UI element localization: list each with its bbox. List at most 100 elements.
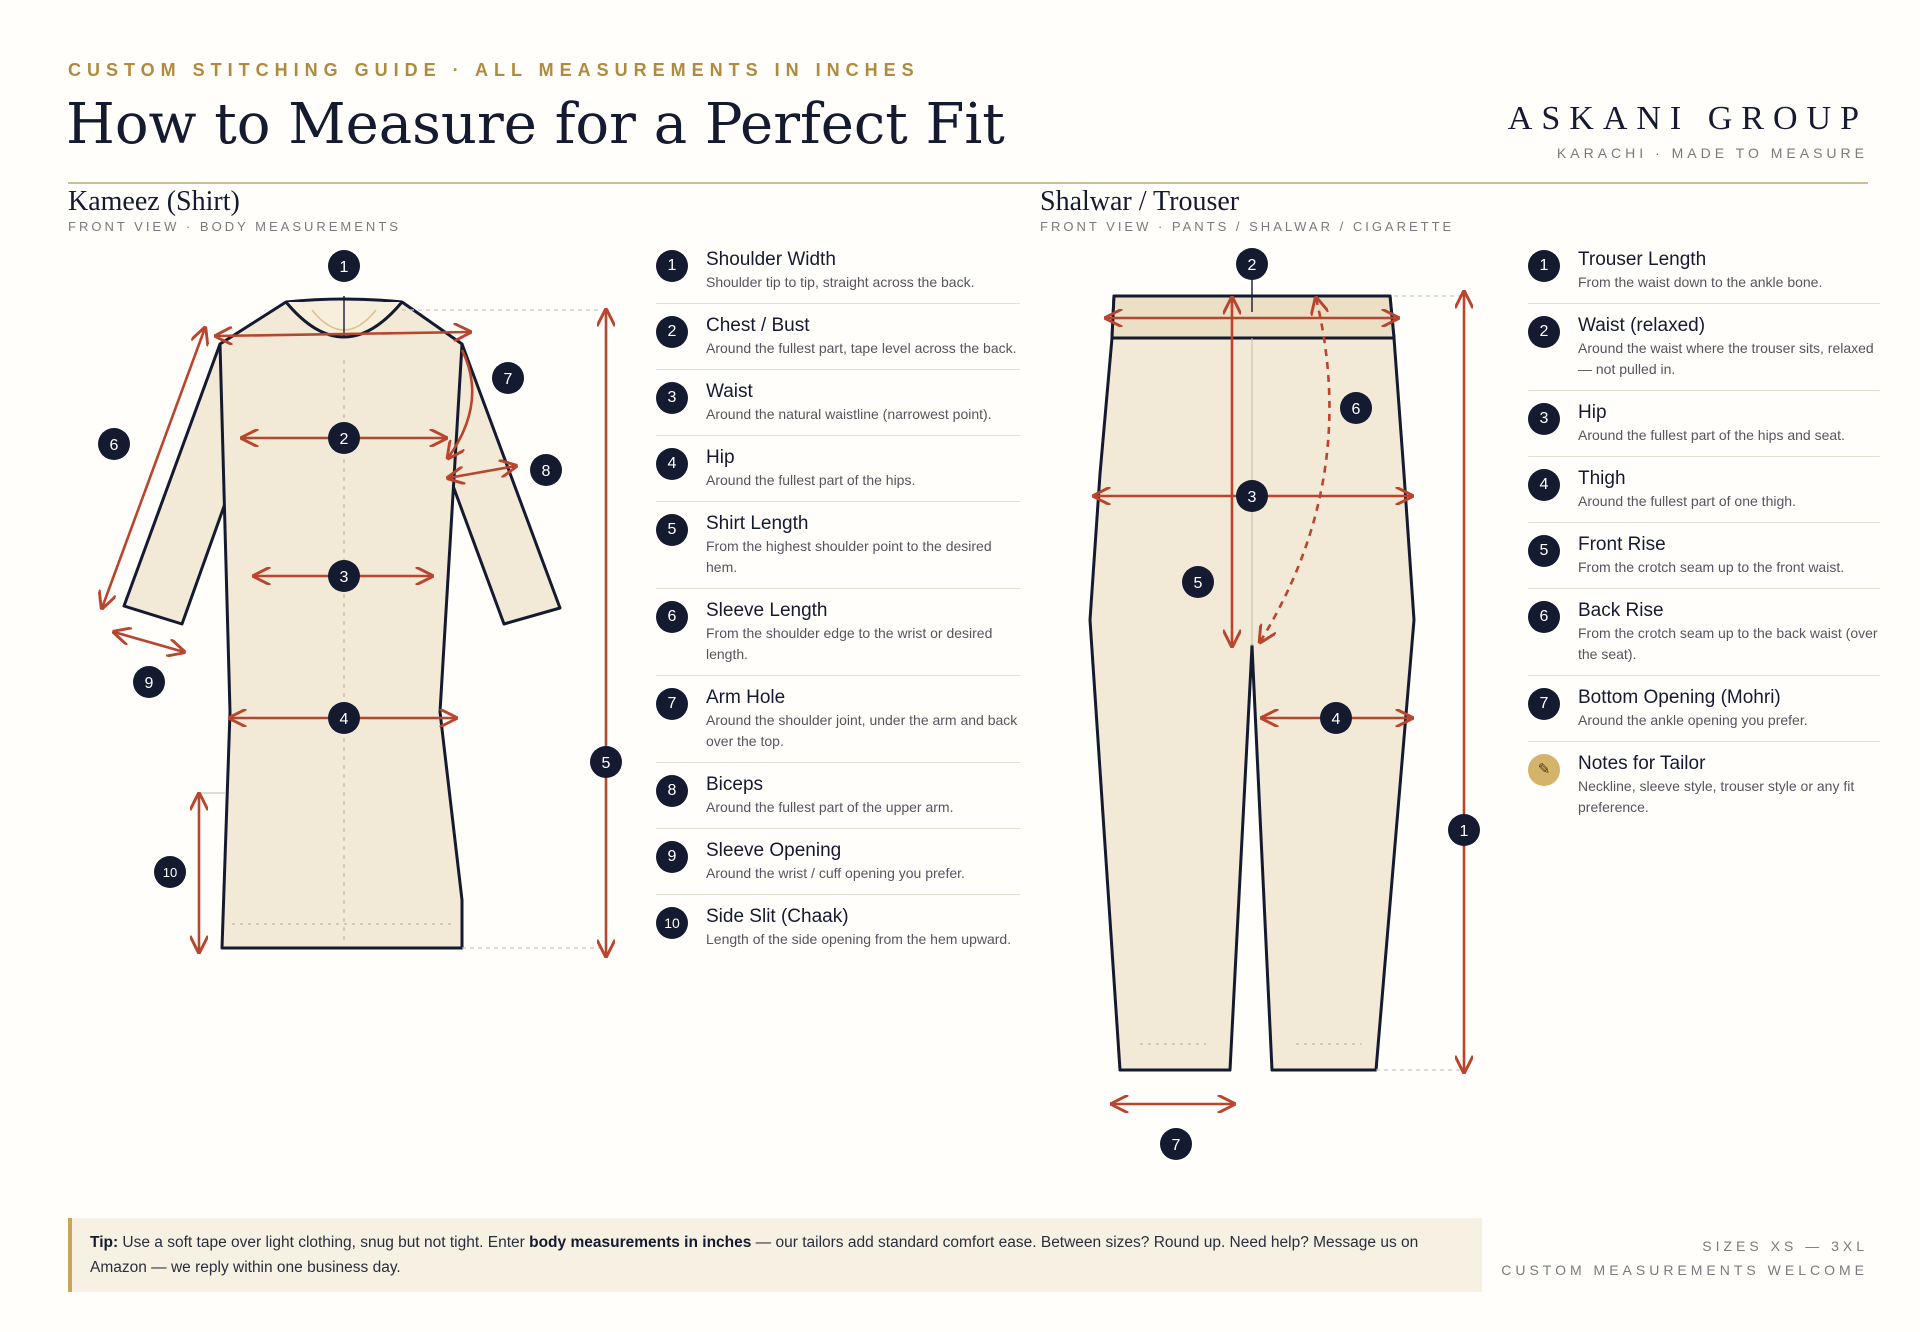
- svg-text:4: 4: [1332, 711, 1341, 728]
- trouser-item-length: 1 Trouser Length From the waist down to …: [1528, 248, 1880, 304]
- item-title: Notes for Tailor: [1578, 753, 1706, 774]
- item-desc: From the crotch seam up to the back wais…: [1578, 625, 1878, 662]
- item-desc: Around the fullest part of one thigh.: [1578, 493, 1796, 509]
- sizes-label: SIZES XS — 3XL: [1702, 1238, 1868, 1254]
- item-title: Bottom Opening (Mohri): [1578, 687, 1781, 708]
- item-title: Waist (relaxed): [1578, 315, 1706, 336]
- pencil-icon: ✎: [1528, 754, 1560, 786]
- item-number: 7: [1528, 688, 1560, 720]
- svg-text:5: 5: [1194, 575, 1203, 592]
- svg-text:2: 2: [340, 431, 349, 448]
- item-number: 2: [656, 316, 688, 348]
- kameez-item-waist: 3 Waist Around the natural waistline (na…: [656, 380, 1020, 436]
- kameez-diagram: 1 2 3 4 5 6 7 8 9 10: [0, 250, 622, 1000]
- item-title: Arm Hole: [706, 687, 786, 708]
- kameez-markers: 1 2 3 4 5 6 7 8 9 10: [98, 250, 622, 888]
- tip-bar: Tip: Use a soft tape over light clothing…: [68, 1218, 1482, 1292]
- item-title: Shirt Length: [706, 513, 809, 534]
- trouser-item-thigh: 4 Thigh Around the fullest part of one t…: [1528, 467, 1880, 523]
- trouser-item-bottom-opening: 7 Bottom Opening (Mohri) Around the ankl…: [1528, 686, 1880, 742]
- item-desc: Around the fullest part of the hips and …: [1578, 427, 1845, 443]
- kameez-section-title: Kameez (Shirt): [68, 186, 240, 217]
- item-desc: Around the wrist / cuff opening you pref…: [706, 865, 965, 881]
- item-title: Hip: [1578, 402, 1607, 423]
- kameez-item-sleeve-length: 6 Sleeve Length From the shoulder edge t…: [656, 599, 1020, 676]
- item-title: Front Rise: [1578, 534, 1666, 555]
- item-title: Shoulder Width: [706, 249, 836, 270]
- item-number: 3: [656, 382, 688, 414]
- svg-text:6: 6: [1352, 401, 1361, 418]
- svg-text:9: 9: [145, 675, 154, 692]
- tip-label: Tip:: [90, 1234, 119, 1251]
- item-number: 10: [656, 907, 688, 939]
- kameez-measurement-list: 1 Shoulder Width Shoulder tip to tip, st…: [656, 248, 1020, 970]
- item-title: Chest / Bust: [706, 315, 810, 336]
- trouser-section-subtitle: FRONT VIEW · PANTS / SHALWAR / CIGARETTE: [1040, 219, 1455, 234]
- item-number: 5: [656, 514, 688, 546]
- item-desc: Around the shoulder joint, under the arm…: [706, 712, 1018, 749]
- item-title: Side Slit (Chaak): [706, 906, 849, 927]
- kameez-item-biceps: 8 Biceps Around the fullest part of the …: [656, 773, 1020, 829]
- trouser-diagram: 1 2 3 4 5 6 7: [1088, 248, 1480, 1160]
- kameez-item-shirt-length: 5 Shirt Length From the highest shoulder…: [656, 512, 1020, 589]
- item-desc: Shoulder tip to tip, straight across the…: [706, 274, 975, 290]
- item-number: 5: [1528, 535, 1560, 567]
- item-desc: Neckline, sleeve style, trouser style or…: [1578, 778, 1855, 815]
- kameez-item-shoulder-width: 1 Shoulder Width Shoulder tip to tip, st…: [656, 248, 1020, 304]
- item-number: 7: [656, 688, 688, 720]
- svg-text:8: 8: [542, 463, 551, 480]
- kameez-section-subtitle: FRONT VIEW · BODY MEASUREMENTS: [68, 219, 401, 234]
- svg-text:6: 6: [110, 437, 119, 454]
- svg-text:3: 3: [1248, 489, 1257, 506]
- trouser-markers: 1 2 3 4 5 6 7: [1160, 248, 1480, 1160]
- trouser-section-title: Shalwar / Trouser: [1040, 186, 1240, 217]
- trouser-measurement-list: 1 Trouser Length From the waist down to …: [1528, 248, 1880, 838]
- item-title: Back Rise: [1578, 600, 1664, 621]
- svg-text:7: 7: [504, 371, 513, 388]
- trouser-item-back-rise: 6 Back Rise From the crotch seam up to t…: [1528, 599, 1880, 676]
- item-desc: From the highest shoulder point to the d…: [706, 538, 992, 575]
- item-number: 2: [1528, 316, 1560, 348]
- item-number: 6: [1528, 601, 1560, 633]
- item-desc: Length of the side opening from the hem …: [706, 931, 1012, 947]
- item-desc: Around the ankle opening you prefer.: [1578, 712, 1808, 728]
- item-desc: From the shoulder edge to the wrist or d…: [706, 625, 993, 662]
- svg-text:2: 2: [1248, 257, 1257, 274]
- kameez-item-sleeve-opening: 9 Sleeve Opening Around the wrist / cuff…: [656, 839, 1020, 895]
- svg-text:5: 5: [602, 755, 611, 772]
- trouser-item-front-rise: 5 Front Rise From the crotch seam up to …: [1528, 533, 1880, 589]
- item-title: Biceps: [706, 774, 764, 795]
- item-title: Sleeve Opening: [706, 840, 842, 861]
- item-title: Trouser Length: [1578, 249, 1707, 270]
- kameez-item-chest: 2 Chest / Bust Around the fullest part, …: [656, 314, 1020, 370]
- trouser-item-waist: 2 Waist (relaxed) Around the waist where…: [1528, 314, 1880, 391]
- tip-text-2: — our tailors add standard comfort ease.…: [90, 1234, 1419, 1276]
- item-number: 9: [656, 841, 688, 873]
- guide-eyebrow: CUSTOM STITCHING GUIDE · ALL MEASUREMENT…: [68, 60, 920, 80]
- item-desc: From the crotch seam up to the front wai…: [1578, 559, 1845, 575]
- item-number: 8: [656, 775, 688, 807]
- svg-text:1: 1: [340, 259, 349, 276]
- header-divider: [68, 182, 1868, 184]
- item-number: 3: [1528, 403, 1560, 435]
- item-desc: Around the waist where the trouser sits,…: [1578, 340, 1874, 377]
- kameez-body: [218, 297, 464, 950]
- item-title: Waist: [706, 381, 753, 402]
- item-desc: From the waist down to the ankle bone.: [1578, 274, 1823, 290]
- item-desc: Around the fullest part of the upper arm…: [706, 799, 954, 815]
- item-desc: Around the natural waistline (narrowest …: [706, 406, 992, 422]
- kameez-item-arm-hole: 7 Arm Hole Around the shoulder joint, un…: [656, 686, 1020, 763]
- kameez-item-side-slit: 10 Side Slit (Chaak) Length of the side …: [656, 905, 1020, 960]
- trouser-item-notes: ✎ Notes for Tailor Neckline, sleeve styl…: [1528, 752, 1880, 828]
- item-number: 6: [656, 601, 688, 633]
- item-desc: Around the fullest part, tape level acro…: [706, 340, 1017, 356]
- item-title: Hip: [706, 447, 735, 468]
- custom-label: CUSTOM MEASUREMENTS WELCOME: [1501, 1262, 1868, 1278]
- brand-tagline: KARACHI · MADE TO MEASURE: [1556, 145, 1868, 161]
- tip-text-1: Use a soft tape over light clothing, snu…: [118, 1234, 530, 1251]
- brand-logo: ASKANI GROUP: [1507, 100, 1868, 137]
- item-number: 1: [656, 250, 688, 282]
- item-number: 1: [1528, 250, 1560, 282]
- svg-text:4: 4: [340, 711, 349, 728]
- trouser-item-hip: 3 Hip Around the fullest part of the hip…: [1528, 401, 1880, 457]
